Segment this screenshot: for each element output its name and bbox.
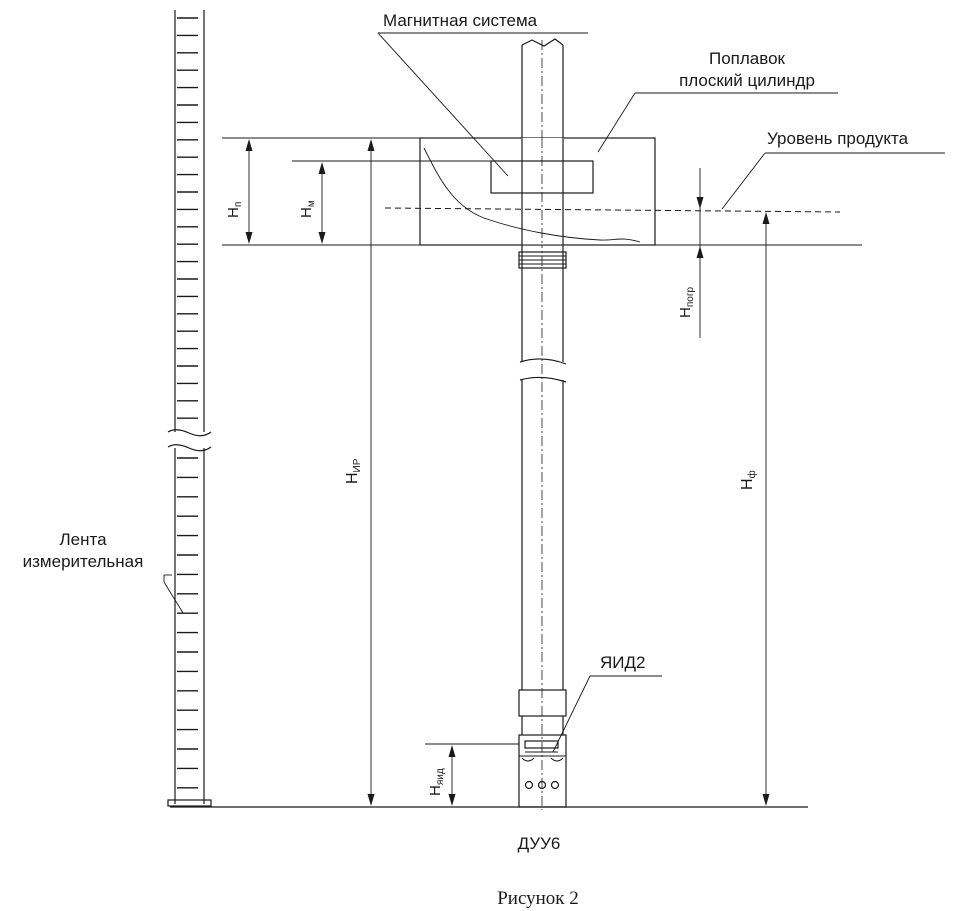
label-magnet-system: Магнитная система <box>383 11 538 30</box>
float-cylinder <box>419 137 656 246</box>
dim-label-h-ir: HИР <box>344 458 363 484</box>
tape-scale-ticks <box>177 17 198 789</box>
dimension-h-magnet <box>318 162 326 244</box>
sensor-housing <box>518 689 567 808</box>
label-tape-line1: Лента <box>59 530 107 549</box>
figure-caption: Рисунок 2 <box>497 888 579 909</box>
dimension-h-immersion <box>696 168 704 338</box>
dimension-h-f <box>762 212 770 806</box>
dim-label-h-sensor: Hяид <box>427 768 446 796</box>
measuring-tape <box>167 10 212 807</box>
label-product-level: Уровень продукта <box>767 129 909 148</box>
dim-label-h-float: Hп <box>225 202 244 218</box>
dimension-h-float <box>245 139 253 244</box>
label-tape-line2: измерительная <box>23 552 144 571</box>
dim-label-h-immersion: Hпогр <box>677 287 696 318</box>
leader-lines <box>163 32 945 753</box>
label-float-line1: Поплавок <box>709 49 786 68</box>
label-float-line2: плоский цилиндр <box>679 71 815 90</box>
label-sensor: ЯИД2 <box>600 653 645 672</box>
label-device: ДУУ6 <box>518 834 561 853</box>
dimension-h-sensor <box>448 745 456 806</box>
magnet-system <box>490 160 594 194</box>
dim-label-h-f: Hф <box>739 470 758 490</box>
reference-lines <box>170 137 862 808</box>
dimension-h-ir <box>367 139 375 806</box>
dim-label-h-magnet: Hм <box>298 200 317 218</box>
